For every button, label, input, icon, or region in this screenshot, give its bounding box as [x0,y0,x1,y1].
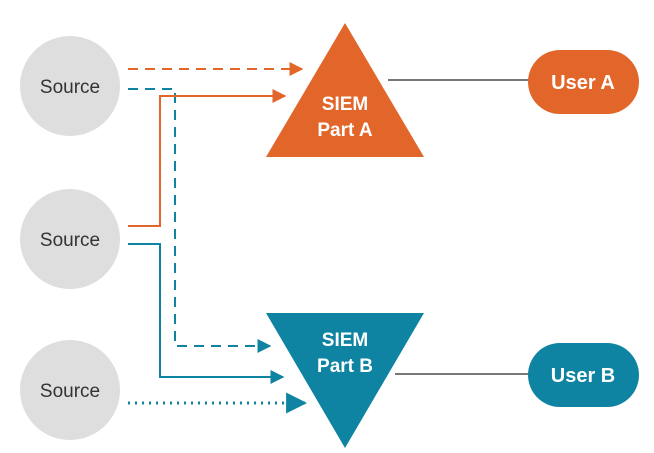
siem-part-b: SIEM Part B [266,313,424,448]
source-node-1: Source [20,36,120,136]
source-node-2: Source [20,189,120,289]
siem-b-line2: Part B [317,356,373,377]
siem-a-triangle-icon [266,23,424,157]
siem-a-line2: Part A [317,120,373,141]
arrow-source1-to-siem-b-dashed [128,88,272,353]
user-a-node: User A [528,50,639,114]
source-label-2: Source [40,230,100,251]
user-b-node: User B [528,343,639,407]
user-b-label: User B [551,365,615,387]
source-node-3: Source [20,340,120,440]
source-label-3: Source [40,381,100,402]
siem-b-triangle-icon [266,313,424,448]
arrow-source2-to-siem-a [128,89,287,227]
siem-part-a: SIEM Part A [266,23,424,157]
arrow-source2-to-siem-b [128,243,285,384]
siem-b-line1: SIEM [322,330,368,351]
user-a-label: User A [551,72,615,94]
source-label-1: Source [40,77,100,98]
siem-a-line1: SIEM [322,94,368,115]
